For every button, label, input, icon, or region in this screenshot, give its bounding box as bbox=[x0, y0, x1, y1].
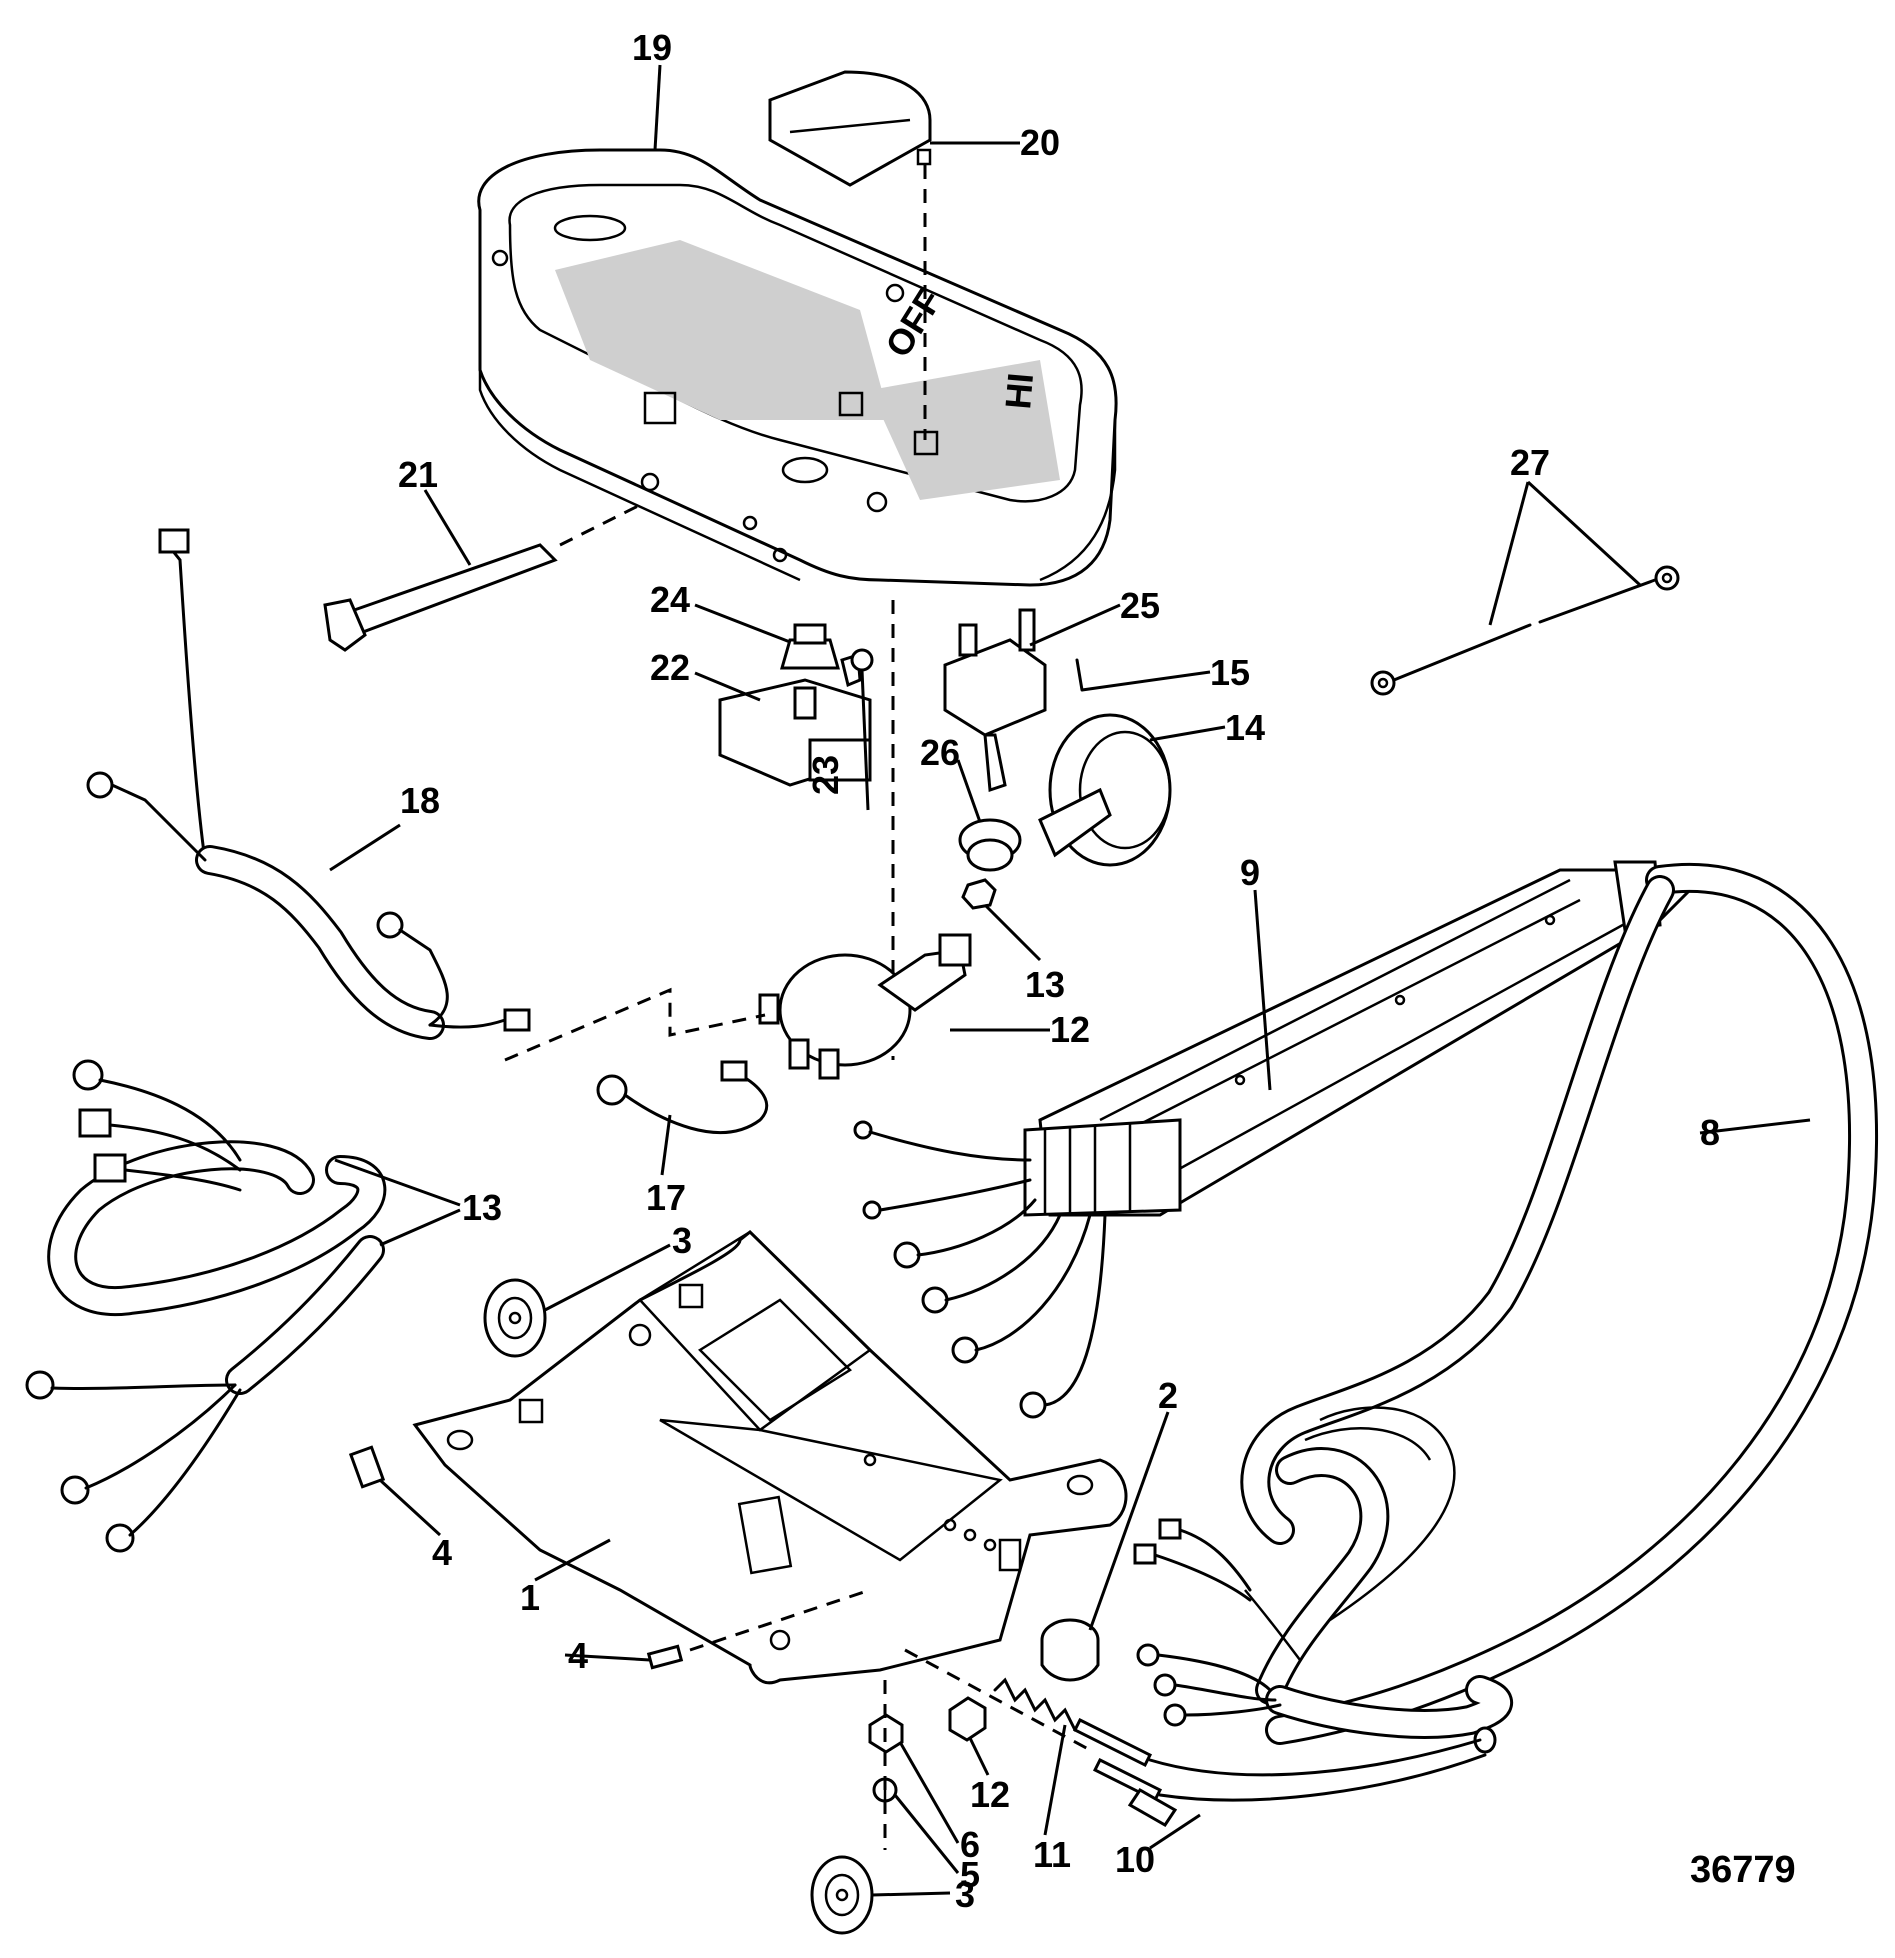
callout-9: 10 bbox=[1115, 1839, 1155, 1880]
callout-19: 19 bbox=[632, 27, 672, 68]
leader-lines bbox=[329, 64, 1811, 1897]
callout-26: 26 bbox=[920, 732, 960, 773]
callout-27: 27 bbox=[1510, 442, 1550, 483]
part-2-cap bbox=[1040, 1618, 1100, 1682]
part-24-cap bbox=[780, 623, 840, 670]
callout-5: 5 bbox=[960, 1854, 980, 1895]
part-26-bushing bbox=[958, 818, 1022, 872]
callout-labels: 19 20 21 24 22 23 25 15 14 26 13 12 9 8 … bbox=[398, 27, 1720, 1915]
part-21-lever bbox=[323, 543, 558, 652]
callout-13: 12 bbox=[1050, 1009, 1090, 1050]
callout-8: 9 bbox=[1240, 852, 1260, 893]
callout-4-left: 4 bbox=[432, 1532, 452, 1573]
part-4-pin-left bbox=[348, 1445, 386, 1489]
figure-number: 36779 bbox=[1690, 1849, 1796, 1891]
callout-6: 6 bbox=[960, 1824, 980, 1865]
part-8-boot bbox=[853, 860, 1692, 1419]
callout-4-lower: 4 bbox=[568, 1635, 588, 1676]
callout-10: 11 bbox=[1033, 1834, 1071, 1875]
callout-15: 14 bbox=[1225, 707, 1265, 748]
panel-label-hi: HI bbox=[997, 371, 1041, 410]
part-23-screw bbox=[840, 648, 874, 688]
callout-24: 24 bbox=[650, 579, 690, 620]
part-19-housing: OFF HI bbox=[477, 148, 1118, 587]
part-25-toggle-switch bbox=[943, 608, 1047, 793]
callout-21: 21 bbox=[398, 454, 438, 495]
callout-14: 13 bbox=[1025, 964, 1065, 1005]
part-1-base-bracket bbox=[412, 1229, 1128, 1685]
part-17-jumper bbox=[596, 1060, 769, 1135]
callout-12: 13 bbox=[462, 1187, 502, 1228]
part-22-switch bbox=[718, 678, 872, 787]
part-3-wheel-lower bbox=[810, 1855, 874, 1935]
callout-17: 17 bbox=[646, 1177, 686, 1218]
part-27-ground-lead bbox=[1370, 565, 1680, 696]
part-15-knob bbox=[1038, 713, 1172, 867]
part-3-wheel-upper bbox=[483, 1278, 547, 1358]
part-20-cover-plate bbox=[768, 70, 932, 187]
callout-23: 23 bbox=[805, 755, 846, 795]
callout-1: 1 bbox=[520, 1577, 540, 1618]
callout-11: 12 bbox=[970, 1774, 1010, 1815]
part-9-cable bbox=[1072, 1717, 1487, 1827]
callout-3-lower: 3 bbox=[955, 1874, 975, 1915]
callout-22: 22 bbox=[650, 647, 690, 688]
part-7-cable-loop bbox=[1133, 862, 1878, 1754]
part-14-nut bbox=[961, 878, 997, 910]
callout-20: 20 bbox=[1020, 122, 1060, 163]
callout-18: 18 bbox=[400, 780, 440, 821]
callout-25: 25 bbox=[1120, 585, 1160, 626]
part-18-harness bbox=[86, 528, 531, 1040]
part-11-nut bbox=[948, 1696, 987, 1742]
part-12-main-harness bbox=[25, 1059, 387, 1553]
callout-16: 15 bbox=[1210, 652, 1250, 693]
callout-3-upper: 3 bbox=[672, 1220, 692, 1261]
part-4-pin-lower bbox=[646, 1644, 684, 1670]
part-13-rotary-switch bbox=[758, 933, 972, 1080]
callout-2: 2 bbox=[1158, 1375, 1178, 1416]
callout-7: 8 bbox=[1700, 1112, 1720, 1153]
